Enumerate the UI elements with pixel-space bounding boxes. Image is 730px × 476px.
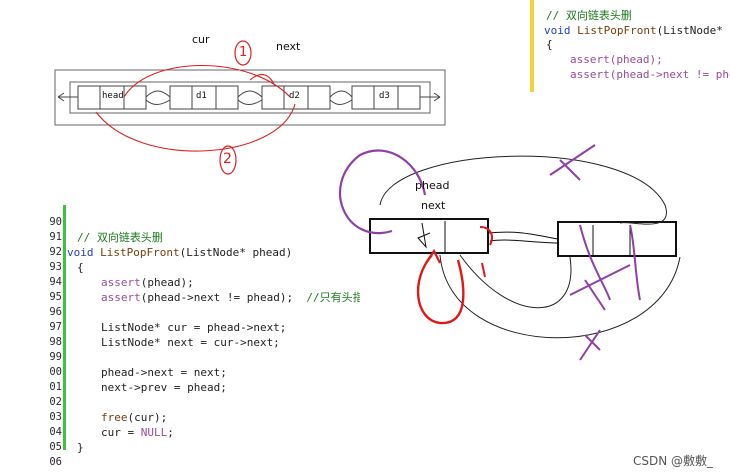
- link-arrow: [145, 90, 171, 98]
- watermark: CSDN @敷敷_: [633, 454, 714, 468]
- code-panel: 90 91 92 93 94 95 96 97 98 99 00 01 02 0…: [40, 205, 360, 470]
- label-cur: cur: [192, 33, 210, 46]
- sketch-label-next: next: [421, 199, 446, 212]
- line-number: 04: [49, 426, 62, 438]
- code-open-brace: {: [77, 261, 84, 274]
- code-signature: void ListPopFront(ListNode* phead): [67, 246, 293, 259]
- line-number: 94: [49, 276, 62, 288]
- code-change-bar: [63, 205, 66, 450]
- code-comment: // 双向链表头删: [546, 9, 632, 22]
- purple-strike: [629, 224, 641, 301]
- line-number: 93: [49, 261, 62, 273]
- label-head: head: [102, 91, 124, 101]
- code-decl-next: ListNode* next = cur->next;: [101, 336, 280, 349]
- code-signature: void ListPopFront(ListNode* ph: [544, 24, 730, 37]
- red-arc-bottom: [95, 103, 296, 152]
- purple-cross: [549, 144, 596, 181]
- label-d3: d3: [379, 91, 390, 101]
- sketch-node-next: [557, 221, 677, 257]
- code-assert1: assert(phead);: [570, 53, 663, 66]
- link-arrow: [237, 90, 263, 98]
- link-arrow: [329, 99, 353, 105]
- purple-cross: [569, 264, 631, 311]
- line-number: 03: [49, 411, 62, 423]
- code-close-brace: }: [77, 441, 84, 454]
- line-number: 99: [49, 351, 62, 363]
- linked-list-diagram: [54, 40, 446, 175]
- line-number: 96: [49, 306, 62, 318]
- code-assert1: assert(phead);: [101, 276, 194, 289]
- red-arrow-head: [425, 248, 441, 264]
- line-number: 98: [49, 336, 62, 348]
- link-arrow: [329, 90, 353, 98]
- line-number: 90: [49, 216, 62, 228]
- end-arrow: [57, 92, 78, 102]
- end-arrow: [420, 92, 441, 102]
- red-loop: [416, 254, 465, 325]
- purple-strike: [579, 224, 611, 301]
- link-arrow: [145, 99, 171, 105]
- line-number: 92: [49, 246, 62, 258]
- label-step2: 2: [223, 151, 232, 167]
- code-change-bar: [530, 0, 534, 92]
- code-comment: // 双向链表头删: [77, 231, 163, 244]
- line-number: 00: [49, 366, 62, 378]
- line-number: 02: [49, 396, 62, 408]
- line-number: 95: [49, 291, 62, 303]
- code-assert2: assert(phead->next != phea: [570, 68, 730, 81]
- code-assert2: assert(phead->next != phead); //只有头指针不删: [101, 291, 360, 304]
- label-step1: 1: [239, 45, 248, 60]
- label-d1: d1: [196, 91, 207, 101]
- red-circle-step2: [219, 145, 237, 175]
- outer-frame: [54, 69, 446, 126]
- line-number: 01: [49, 381, 62, 393]
- purple-loop: [339, 149, 427, 235]
- sketch-label-phead: phead: [415, 179, 450, 192]
- code-snippet-top: // 双向链表头删 void ListPopFront(ListNode* ph…: [530, 0, 730, 92]
- code-decl-cur: ListNode* cur = phead->next;: [101, 321, 287, 334]
- line-number: 97: [49, 321, 62, 333]
- label-d2: d2: [289, 91, 300, 101]
- code-brace: {: [546, 38, 553, 51]
- label-next: next: [276, 40, 301, 53]
- code-free: free(cur);: [101, 411, 168, 424]
- red-tick: [481, 262, 486, 278]
- code-assign-next: phead->next = next;: [101, 366, 227, 379]
- node-d2: [261, 85, 331, 110]
- node-d1: [169, 85, 239, 110]
- link-arrow: [237, 99, 263, 105]
- code-null: cur = NULL;: [101, 426, 174, 439]
- node-d3: [351, 85, 421, 110]
- line-number: 06: [49, 456, 62, 468]
- red-circle-step1: [234, 40, 252, 66]
- purple-cross: [579, 329, 601, 361]
- line-number: 05: [49, 441, 62, 453]
- red-arc-top: [123, 65, 291, 98]
- code-assign-prev: next->prev = phead;: [101, 381, 227, 394]
- red-arc-small: [249, 74, 276, 87]
- red-hook: [479, 226, 493, 246]
- hand-sketch: [339, 144, 681, 361]
- line-number: 91: [49, 231, 62, 243]
- sketch-node-phead: [369, 218, 489, 254]
